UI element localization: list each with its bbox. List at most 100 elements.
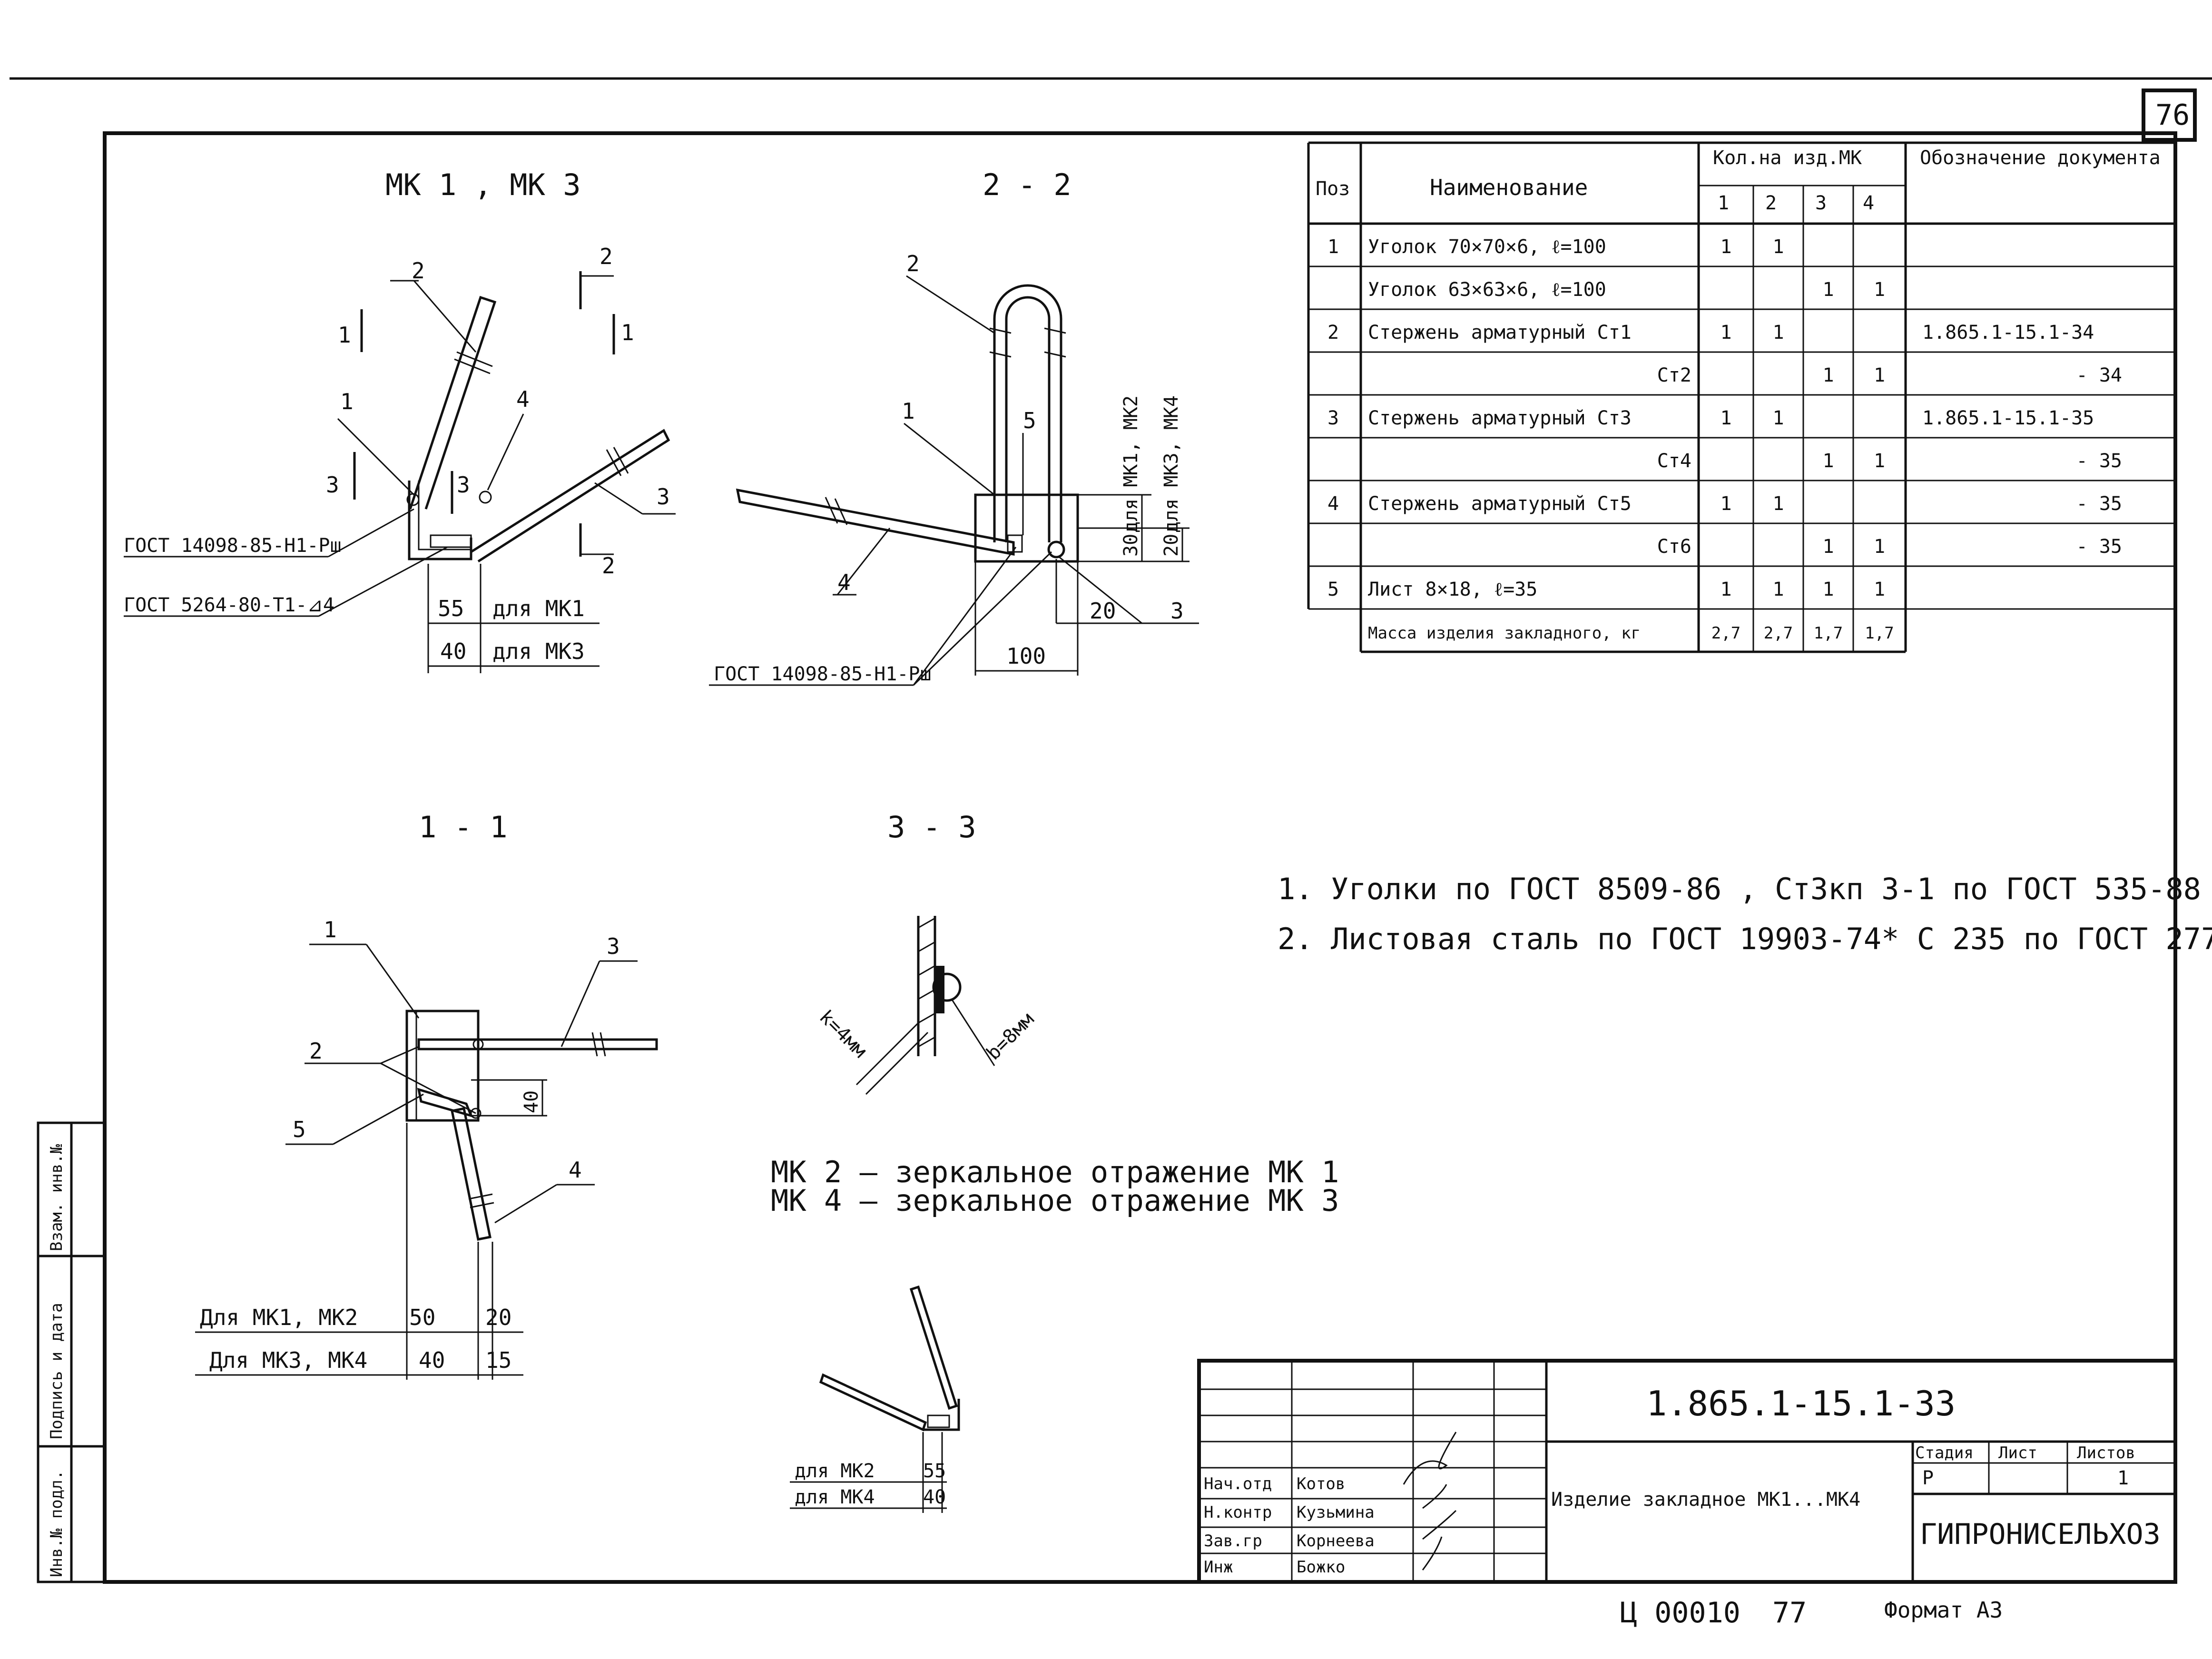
callout-3: 3 — [1170, 598, 1184, 624]
break-mark — [613, 447, 629, 474]
gost-weld3-leader — [913, 551, 1052, 686]
tb-stage: Р — [1922, 1467, 1934, 1489]
spec-qty: 1 — [1720, 407, 1731, 429]
spec-doc: - 35 — [2076, 450, 2122, 472]
dim-40c: 40 — [923, 1486, 946, 1508]
rod-small-2 — [909, 1285, 958, 1410]
view-mk13-title: МК 1 , МК 3 — [385, 167, 581, 202]
leader-2 — [380, 1062, 476, 1114]
hdr-qty: Кол.на изд.МК — [1713, 147, 1862, 169]
spec-mass-value: 1,7 — [1814, 624, 1843, 643]
break-mark — [468, 1193, 493, 1200]
rod-small — [819, 1373, 927, 1432]
rod-2 — [409, 295, 497, 510]
break-mark — [825, 497, 838, 524]
break-mark — [1044, 351, 1066, 358]
callout-2: 2 — [906, 251, 920, 276]
for-mk3-mk4-b: Для МК3, МК4 — [209, 1347, 367, 1373]
callout-5: 5 — [293, 1117, 306, 1142]
for-mk3-mk4-label: для МК3, МК4 — [1160, 395, 1182, 533]
spec-pos: 2 — [1327, 322, 1339, 344]
sec-mark-3a: 3 — [326, 472, 339, 498]
for-mk1-mk2-label: для МК1, МК2 — [1120, 395, 1142, 533]
note-1: 1. Уголки по ГОСТ 8509-86 , Ст3кп 3-1 по… — [1278, 872, 2201, 906]
spec-qty: 1 — [1874, 450, 1885, 472]
spec-doc: 1.865.1-15.1-35 — [1922, 407, 2094, 429]
leader-4 — [836, 528, 891, 595]
spec-qty: 1 — [1720, 322, 1731, 344]
spec-name: Лист 8×18, ℓ=35 — [1368, 579, 1537, 600]
spec-mass-value: 2,7 — [1764, 624, 1793, 643]
hdr-pos: Поз — [1316, 178, 1350, 200]
drawing-frame — [103, 131, 2177, 1584]
spec-qty: 1 — [1874, 279, 1885, 301]
break-mark — [470, 1202, 494, 1208]
leader-2 — [380, 1046, 419, 1064]
spec-qty: 1 — [1772, 236, 1784, 258]
tb-stage-hdr: Стадия — [1915, 1443, 1974, 1463]
spec-qty: 1 — [1822, 279, 1834, 301]
sec11-title: 1 - 1 — [419, 810, 508, 844]
spec-qty: 1 — [1772, 493, 1784, 515]
gost-weld2-label: ГОСТ 5264-80-Т1-⊿4 — [124, 594, 334, 616]
spec-mass-value: 2,7 — [1711, 624, 1740, 643]
spec-name: Ст4 — [1657, 450, 1691, 472]
page-number: 76 — [2155, 98, 2190, 132]
leader-1 — [337, 418, 415, 496]
gost-weld1-label: ГОСТ 14098-85-Н1-Рш — [124, 535, 342, 557]
angle-box — [974, 493, 1079, 563]
spec-pos: 5 — [1327, 579, 1339, 600]
weld-dim-k — [855, 1022, 919, 1086]
hatch — [918, 917, 935, 929]
dim-55: 55 — [438, 596, 464, 621]
footer-code: Ц 00010 — [1620, 1596, 1740, 1630]
hatch — [918, 965, 935, 976]
callout-1: 1 — [324, 917, 337, 942]
title-block-frame — [1197, 1359, 2177, 1584]
dim-20: 20 — [485, 1305, 511, 1330]
spec-qty: 1 — [1772, 322, 1784, 344]
plate-small — [927, 1414, 950, 1428]
leader-2 — [906, 275, 995, 334]
spec-qty: 1 — [1772, 579, 1784, 600]
dim-50: 50 — [409, 1305, 435, 1330]
hatch — [918, 941, 935, 952]
gost-weld3-leader — [913, 547, 1017, 686]
dim-40b: 40 — [419, 1347, 445, 1373]
hdr-col-3: 3 — [1815, 192, 1827, 214]
spec-qty: 1 — [1822, 450, 1834, 472]
sec-mark-2b: 2 — [602, 553, 615, 579]
detail-view: для МК2 55 для МК4 40 — [790, 1285, 960, 1513]
spec-qty: 1 — [1772, 407, 1784, 429]
tb-role-4: Инж — [1204, 1558, 1233, 1577]
hatch — [918, 989, 935, 1000]
dim-20: 20 — [1090, 598, 1116, 624]
break-mark — [456, 351, 493, 367]
rod-end — [479, 491, 492, 504]
tb-sheets-hdr: Листов — [2077, 1443, 2135, 1463]
spec-header: Поз Наименование Кол.на изд.МК Обозначен… — [1316, 147, 2161, 214]
view-mk1-mk3: МК 1 , МК 3 1 1 2 2 3 3 2 1 — [124, 167, 676, 673]
weld-dim-k — [865, 1031, 929, 1095]
for-mk1-mk2-b: Для МК1, МК2 — [200, 1305, 358, 1330]
rod-end — [472, 1039, 484, 1050]
spec-name: Стержень арматурный Ст1 — [1368, 322, 1632, 344]
gost-weld2-leader — [318, 546, 448, 617]
spec-pos: 4 — [1327, 493, 1339, 515]
weld-b8: b=8мм — [983, 1008, 1039, 1064]
for-mk3-label: для МК3 — [492, 638, 585, 664]
u-rod-2-inner — [1005, 296, 1051, 542]
callout-4: 4 — [837, 569, 851, 595]
callout-2: 2 — [412, 258, 425, 284]
tb-role-1: Нач.отд — [1204, 1474, 1272, 1493]
gost-weld3-label: ГОСТ 14098-85-Н1-Рш — [714, 663, 932, 685]
angle-box — [405, 1010, 480, 1122]
spec-pos: 3 — [1327, 407, 1339, 429]
leader-4 — [494, 1184, 557, 1224]
hdr-col-2: 2 — [1765, 192, 1777, 214]
tb-name-1: Котов — [1297, 1474, 1345, 1493]
angle-profile — [408, 481, 472, 560]
spec-qty: 1 — [1720, 236, 1731, 258]
spec-doc: - 35 — [2076, 493, 2122, 515]
